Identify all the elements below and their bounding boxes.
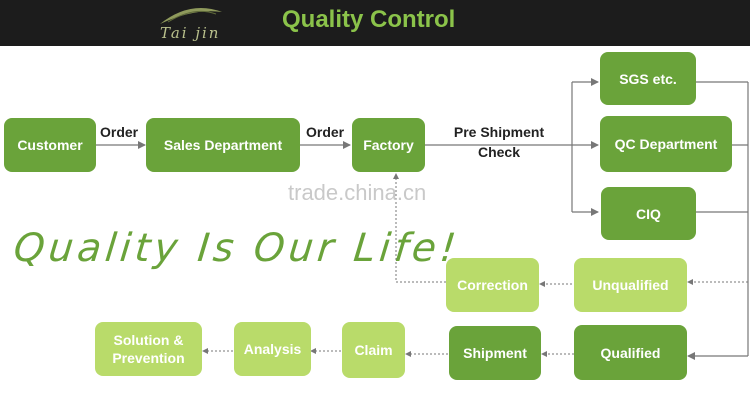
page-title: Quality Control xyxy=(282,6,456,33)
node-sgs: SGS etc. xyxy=(600,52,696,105)
header-bar: Tai jin Quality Control xyxy=(0,0,750,46)
node-factory: Factory xyxy=(352,118,425,172)
edge-label-pre-shipment: Pre Shipment Check xyxy=(453,124,545,160)
edge-label-order-1: Order xyxy=(100,124,139,140)
node-solution-prevention: Solution & Prevention xyxy=(95,322,202,376)
slogan: Quality Is Our Life! xyxy=(11,226,463,271)
node-customer: Customer xyxy=(4,118,96,172)
node-unqualified: Unqualified xyxy=(574,258,687,312)
node-qualified: Qualified xyxy=(574,325,687,380)
node-ciq: CIQ xyxy=(601,187,696,240)
node-qc-department: QC Department xyxy=(600,116,732,172)
logo: Tai jin xyxy=(150,2,230,44)
watermark: trade.china.cn xyxy=(288,180,427,205)
node-analysis: Analysis xyxy=(234,322,311,376)
node-sales-department: Sales Department xyxy=(146,118,300,172)
node-claim: Claim xyxy=(342,322,405,378)
logo-text: Tai jin xyxy=(160,24,221,42)
leaf-icon xyxy=(160,8,222,24)
edge-correction-factory xyxy=(393,173,446,283)
node-shipment: Shipment xyxy=(449,326,541,380)
edge-label-order-2: Order xyxy=(306,124,345,140)
node-correction: Correction xyxy=(446,258,539,312)
